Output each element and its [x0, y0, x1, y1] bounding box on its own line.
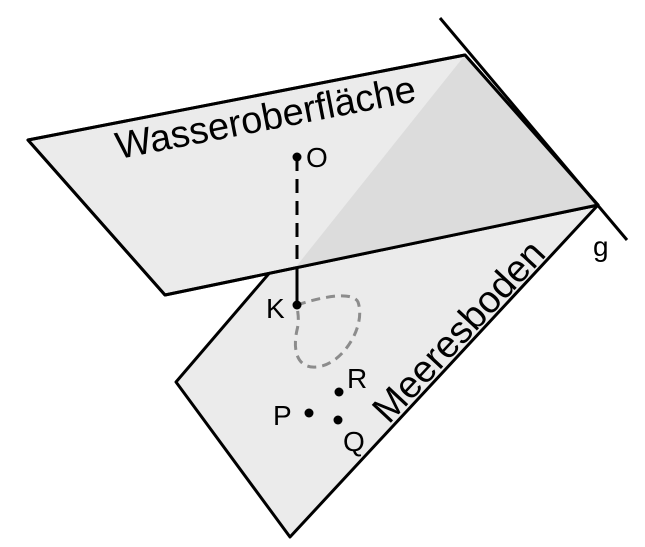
line-g-label: g: [593, 231, 609, 262]
point-P: [304, 408, 314, 418]
line-g: [438, 17, 629, 241]
water-surface-shade: [295, 55, 598, 268]
point-R: [334, 387, 344, 397]
point-K: [292, 300, 302, 310]
point-Q-label: Q: [343, 426, 365, 457]
point-R-label: R: [347, 363, 367, 394]
point-Q: [333, 415, 343, 425]
dashed-curve: [293, 294, 362, 369]
point-O-label: O: [306, 142, 328, 173]
point-P-label: P: [273, 400, 292, 431]
point-K-label: K: [266, 293, 285, 324]
point-O: [292, 152, 302, 162]
